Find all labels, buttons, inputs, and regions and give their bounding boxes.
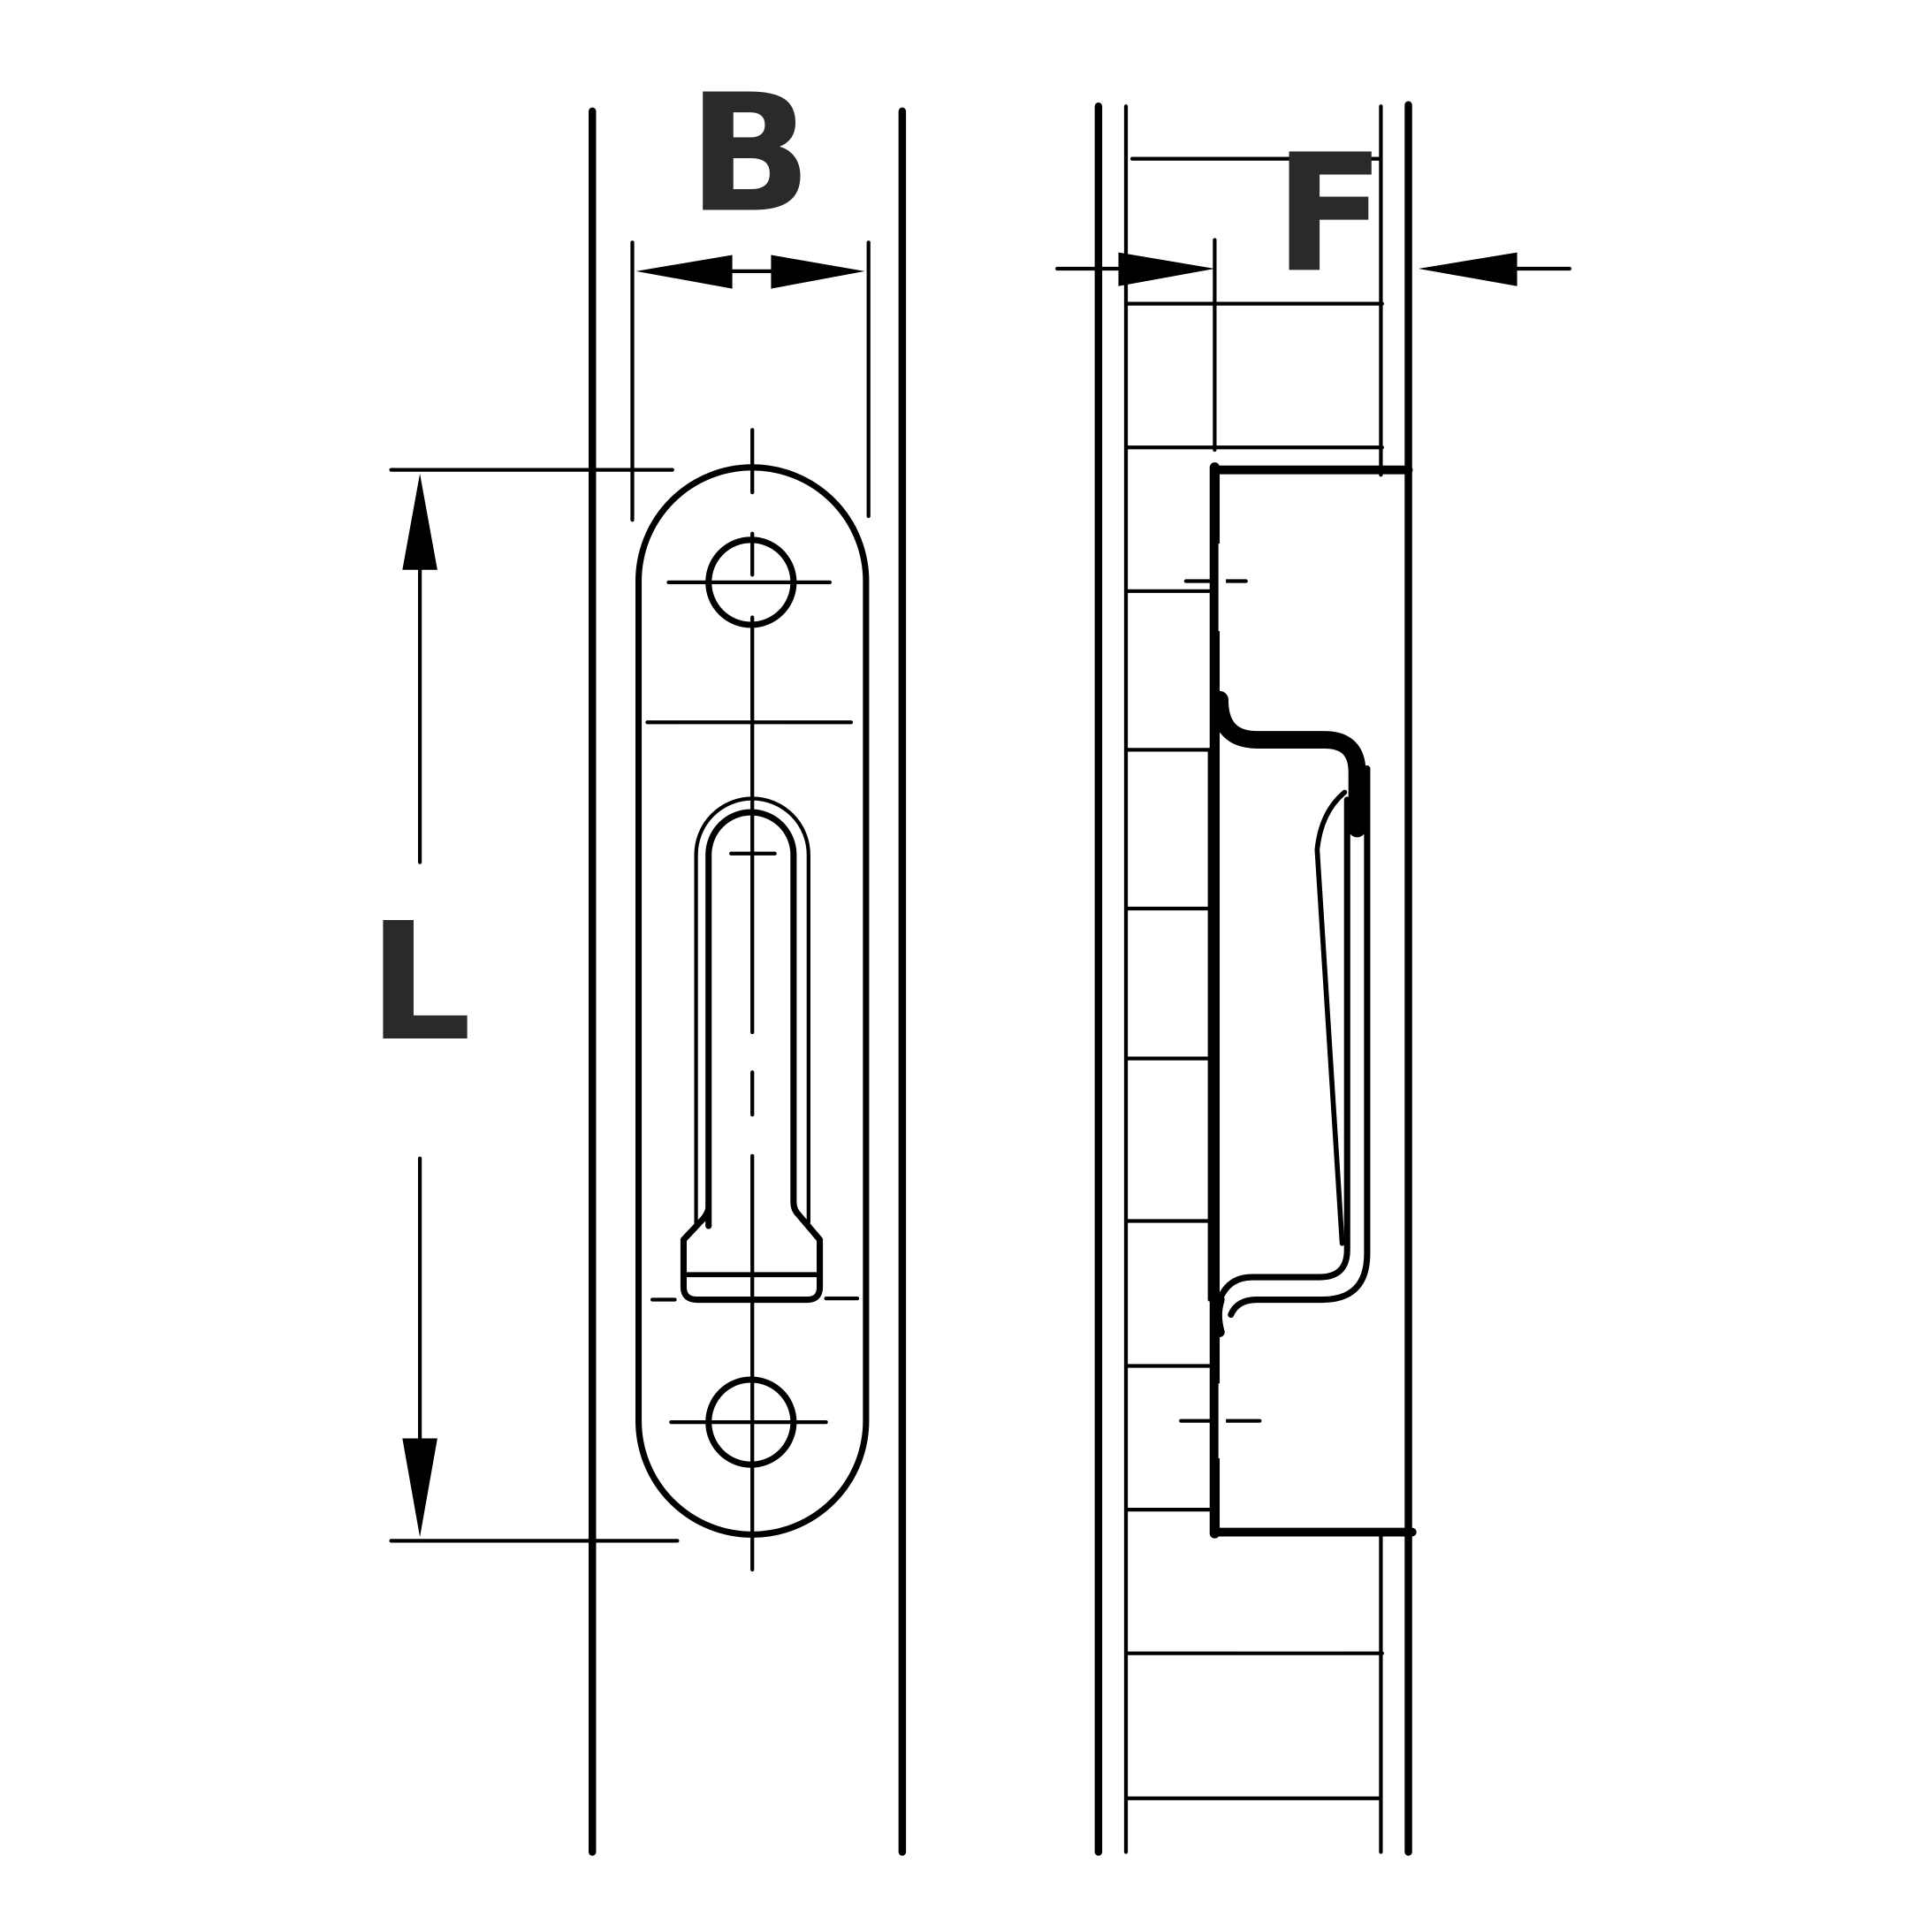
latch-profile [1211, 690, 1371, 1337]
dimension-b [630, 240, 871, 522]
keyhole-slot [680, 796, 824, 1304]
plate-outline [635, 464, 870, 1538]
side-view [1055, 101, 1572, 1856]
front-view [389, 107, 907, 1856]
label-f: F [1274, 119, 1386, 308]
dimension-l [389, 468, 680, 1543]
hatch-lines [1123, 156, 1384, 1800]
label-l: L [369, 888, 472, 1077]
dimension-f [1055, 252, 1572, 286]
plate-profile [1207, 462, 1417, 1539]
label-b: B [688, 60, 811, 249]
side-screw-markers [1179, 238, 1262, 1423]
